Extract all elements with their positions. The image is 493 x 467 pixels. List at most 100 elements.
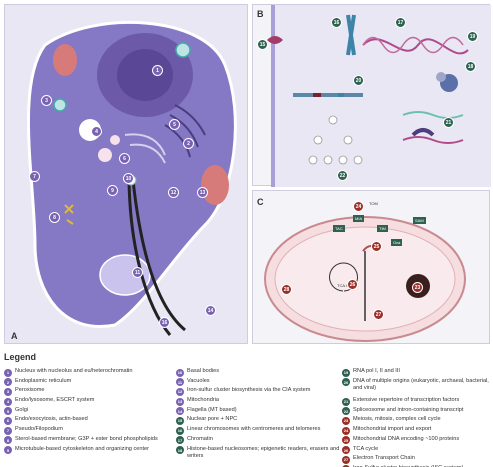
marker-6: 6 bbox=[119, 153, 130, 164]
legend-number-badge: 25 bbox=[342, 436, 350, 445]
marker-17: 17 bbox=[395, 17, 406, 28]
marker-23: 23 bbox=[412, 282, 423, 293]
legend-text: Iron-Sulfur cluster biosynthesis (ISC sy… bbox=[353, 465, 463, 467]
tca-cycle-label: TCA Cycle bbox=[337, 283, 356, 288]
legend-text: TCA cycle bbox=[353, 445, 379, 452]
marker-16: 16 bbox=[331, 17, 342, 28]
legend-number-badge: 12 bbox=[176, 387, 184, 396]
legend-number-badge: 10 bbox=[176, 368, 184, 377]
legend-text: Microtubule-based cytoskeleton and organ… bbox=[15, 445, 150, 452]
legend-text: Nucleus with nucleolus and eu/heterochro… bbox=[15, 368, 133, 374]
legend-text: Basal bodies bbox=[187, 368, 220, 374]
sam-label: SAM bbox=[413, 217, 426, 224]
legend-text: Sterol-based membrane; G3P + ester bond … bbox=[15, 435, 158, 442]
marker-5: 5 bbox=[169, 119, 180, 130]
legend-text: Meiosis, mitosis, complex cell cycle bbox=[353, 416, 441, 423]
marker-9: 9 bbox=[107, 185, 118, 196]
legend-number-badge: 17 bbox=[176, 436, 184, 445]
legend-text: Linear chromosomes with centromeres and … bbox=[187, 426, 321, 433]
legend-number-badge: 6 bbox=[4, 416, 12, 425]
tim-label: TIM bbox=[377, 225, 388, 232]
legend-number-badge: 5 bbox=[4, 407, 12, 416]
tom-label: TOM bbox=[369, 201, 378, 206]
legend-number-badge: 26 bbox=[342, 446, 350, 455]
legend-text: Extensive repertoire of transcription fa… bbox=[353, 397, 460, 404]
legend-text: RNA pol I, II and III bbox=[353, 368, 400, 374]
legend-text: Chromatin bbox=[187, 435, 213, 442]
legend-text: Vacuoles bbox=[187, 377, 210, 384]
legend-text: Golgi bbox=[15, 406, 29, 413]
legend-text: Mitochondrial import and export bbox=[353, 426, 432, 433]
legend-number-badge: 16 bbox=[176, 426, 184, 435]
marker-20: 20 bbox=[353, 75, 364, 86]
legend-number-badge: 13 bbox=[176, 397, 184, 406]
legend-text: Mitochondria bbox=[187, 397, 220, 404]
legend-number-badge: 7 bbox=[4, 426, 12, 435]
legend-number-badge: 21 bbox=[342, 397, 350, 406]
marker-8: 8 bbox=[49, 212, 60, 223]
legend-text: Peroxisome bbox=[15, 387, 45, 394]
tac-label: TAC bbox=[333, 225, 345, 232]
marker-25: 25 bbox=[371, 241, 382, 252]
panel-b-letter: B bbox=[257, 9, 264, 19]
legend-number-badge: 20 bbox=[342, 378, 350, 387]
legend-number-badge: 1 bbox=[4, 368, 12, 377]
legend-title: Legend bbox=[4, 352, 37, 362]
legend-number-badge: 11 bbox=[176, 378, 184, 387]
marker-3: 3 bbox=[41, 95, 52, 106]
legend-text: Endo/lysosome, ESCRT system bbox=[15, 397, 95, 404]
legend-text: Iron-sulfur cluster biosynthesis via the… bbox=[187, 387, 311, 394]
mia-label: MIA bbox=[353, 215, 365, 222]
legend-number-badge: 23 bbox=[342, 416, 350, 425]
marker-12: 12 bbox=[168, 187, 179, 198]
legend-text: Mitochondrial DNA encoding ~100 proteins bbox=[353, 435, 460, 442]
legend-text: Endoplasmic reticulum bbox=[15, 377, 72, 384]
legend-text: Endo/exocytosis, actin-based bbox=[15, 416, 88, 423]
marker-26: 26 bbox=[347, 279, 358, 290]
legend-number-badge: 2 bbox=[4, 378, 12, 387]
panel-a-letter: A bbox=[11, 331, 18, 341]
legend-number-badge: 22 bbox=[342, 407, 350, 416]
marker-7: 7 bbox=[29, 171, 40, 182]
marker-1: 1 bbox=[152, 65, 163, 76]
marker-16-a: 16 bbox=[159, 317, 170, 328]
marker-13: 13 bbox=[197, 187, 208, 198]
legend-text: Nuclear pore + NPC bbox=[187, 416, 238, 423]
legend-number-badge: 24 bbox=[342, 426, 350, 435]
marker-15: 15 bbox=[257, 39, 268, 50]
panel-c-letter: C bbox=[257, 197, 264, 207]
legend-text: Flagella (MT based) bbox=[187, 406, 237, 413]
marker-22: 22 bbox=[337, 170, 348, 181]
legend-number-badge: 3 bbox=[4, 387, 12, 396]
marker-2: 2 bbox=[183, 138, 194, 149]
marker-14: 14 bbox=[205, 305, 216, 316]
legend-number-badge: 19 bbox=[342, 368, 350, 377]
marker-19: 19 bbox=[467, 31, 478, 42]
oxa-label: Oxa bbox=[391, 239, 403, 246]
marker-24: 24 bbox=[353, 201, 364, 212]
legend-number-badge: 18 bbox=[176, 446, 184, 454]
nucleus-illustration bbox=[267, 5, 491, 187]
legend-text: Electron Transport Chain bbox=[353, 455, 415, 462]
marker-10: 10 bbox=[123, 173, 134, 184]
